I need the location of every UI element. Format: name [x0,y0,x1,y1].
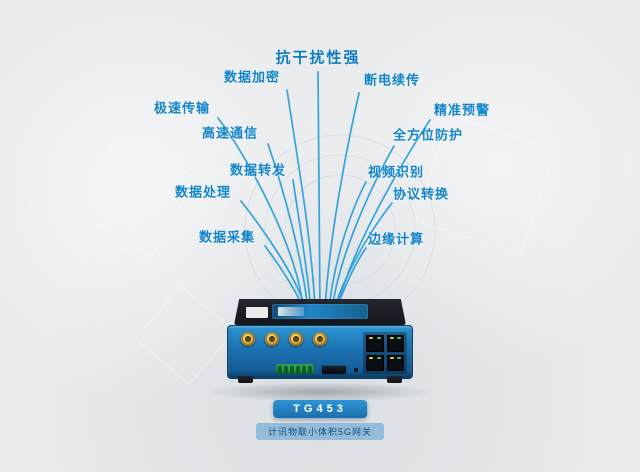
ethernet-panel [363,332,407,374]
stem-line [331,145,395,311]
stem-line [336,119,431,311]
feature-protocol-conversion: 协议转换 [392,186,450,202]
feature-anti-interference: 抗干扰性强 [275,49,361,67]
feature-data-collection: 数据采集 [198,229,256,245]
ethernet-port [366,335,384,352]
stem-line [292,179,312,311]
reset-hole [354,368,358,372]
caption-badge: 计讯物联小体积5G网关 [255,423,385,440]
model-badge: TG453 [273,400,367,418]
feature-video-recognition: 视频识别 [367,164,425,180]
feature-data-encryption: 数据加密 [223,69,281,85]
stem-line [317,71,321,311]
terminal-block [276,364,314,374]
sim-slot [322,366,346,374]
feature-data-forwarding: 数据转发 [229,162,287,178]
feature-all-round-protection: 全方位防护 [392,127,464,143]
router-top-lid [234,299,406,325]
stem-line [217,117,304,311]
stem-line [267,143,309,311]
antenna-connector [313,332,327,346]
ethernet-port [386,335,404,352]
antenna-connector [241,332,255,346]
feature-edge-computing: 边缘计算 [367,231,425,247]
stem-line [324,92,360,311]
ethernet-port [386,354,404,371]
antenna-connector [265,332,279,346]
antenna-connector [289,332,303,346]
stem-line [333,202,393,311]
feature-data-processing: 数据处理 [174,184,232,200]
stem-line [328,181,367,311]
feature-high-speed-communication: 高速通信 [201,125,259,141]
ethernet-port [366,354,384,371]
feature-precise-alert: 精准预警 [433,102,491,118]
device-shadow [205,382,435,402]
feature-power-off-resume: 断电续传 [363,72,421,88]
barcode-label [246,307,268,318]
router-front-panel [227,325,413,383]
stem-line [240,200,307,311]
feature-fast-transmission: 极速传输 [153,100,211,116]
brand-sticker [272,304,368,319]
stem-line [286,89,316,311]
device-foot [387,376,402,383]
device-foot [238,376,253,383]
router-device [227,299,413,391]
